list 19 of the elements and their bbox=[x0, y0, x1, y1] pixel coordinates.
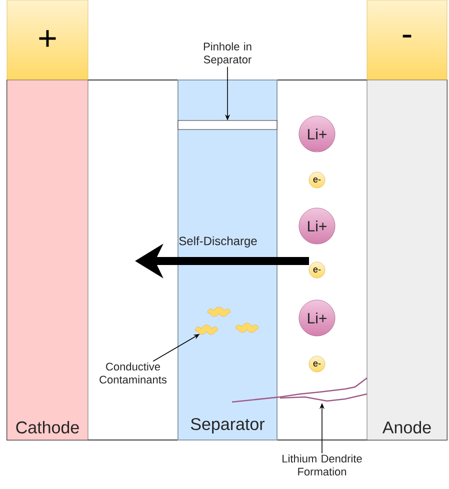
electron: e- bbox=[308, 262, 326, 278]
lithium-ion: Li+ bbox=[298, 300, 336, 336]
annotation-text: Lithium Dendrite Formation bbox=[282, 454, 362, 476]
terminal-box: - bbox=[366, 0, 448, 80]
terminal-box: + bbox=[6, 0, 88, 80]
edge-label: Self-Discharge bbox=[179, 236, 257, 248]
contaminant-particle bbox=[235, 322, 259, 333]
cathode-layer: Cathode bbox=[6, 80, 88, 440]
annotation-text: Pinhole in Separator bbox=[204, 42, 252, 66]
electron: e- bbox=[308, 356, 326, 372]
pinhole-bar bbox=[178, 120, 278, 130]
contaminant-particle bbox=[207, 306, 231, 317]
anode-layer: Anode bbox=[366, 80, 448, 440]
lithium-ion: Li+ bbox=[298, 208, 336, 244]
annotation-text: Conductive Contaminants bbox=[100, 362, 167, 384]
lithium-ion: Li+ bbox=[298, 116, 336, 152]
contaminant-particle bbox=[194, 324, 218, 335]
electron: e- bbox=[308, 172, 326, 188]
dendrite-drawing bbox=[232, 377, 368, 403]
